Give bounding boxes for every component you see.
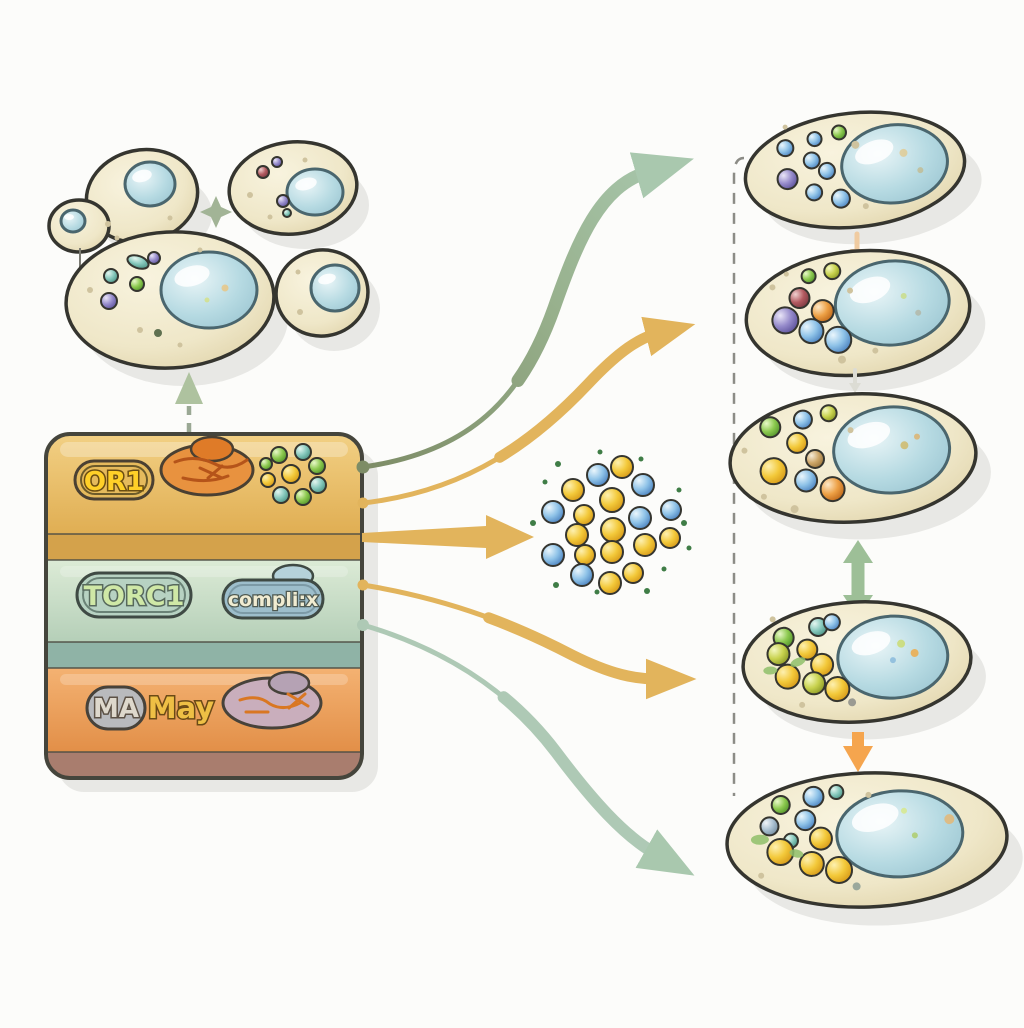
right-cell-4 bbox=[741, 600, 986, 740]
free-bead-cluster bbox=[530, 449, 692, 595]
arrow-panel-to-bead-cluster bbox=[362, 515, 534, 559]
arrow-right-cell-2-3 bbox=[849, 368, 861, 393]
pink-capsule-icon bbox=[221, 670, 323, 730]
torc1-label: TORC1 bbox=[84, 581, 185, 612]
right-cell-5 bbox=[725, 771, 1023, 926]
mother-yeast-cell bbox=[64, 230, 288, 386]
arrow-panel-to-right-cell-5 bbox=[357, 619, 695, 876]
budding-yeast-cell bbox=[47, 147, 212, 268]
or1-label: OR1 bbox=[84, 467, 144, 497]
arrow-panel-to-right-cell-2 bbox=[357, 316, 696, 509]
orange-capsule-icon bbox=[159, 435, 255, 497]
arrow-panel-to-left-cells bbox=[175, 372, 203, 432]
ma-pill: MA bbox=[85, 685, 147, 731]
arrow-panel-to-right-cell-1 bbox=[356, 152, 694, 474]
source-cell-cluster bbox=[47, 140, 380, 386]
complix-label: compli:x bbox=[228, 589, 319, 611]
signaling-panel: OR1 TORC1 compli:x bbox=[44, 432, 378, 792]
right-cell-3 bbox=[728, 392, 991, 540]
panel-row-bottom-lip bbox=[46, 752, 362, 778]
arrow-panel-to-right-cell-4 bbox=[357, 579, 697, 700]
torc1-pill: TORC1 bbox=[75, 571, 193, 619]
ma-label: MA bbox=[93, 694, 139, 724]
daughter-bud-cell bbox=[274, 248, 380, 351]
panel-row-middle-lip bbox=[46, 642, 362, 668]
yeast-cell-top-right bbox=[227, 140, 369, 249]
complix-pill: compli:x bbox=[221, 563, 325, 620]
panel-row-top-lip bbox=[46, 534, 362, 560]
arrow-right-cell-4-5 bbox=[843, 732, 873, 772]
right-cell-2 bbox=[744, 248, 986, 392]
sparkle-icon bbox=[200, 196, 232, 228]
bead-cluster-icon bbox=[259, 443, 327, 506]
or1-pill: OR1 bbox=[73, 459, 155, 501]
right-cell-1 bbox=[743, 110, 982, 245]
may-label: May bbox=[148, 691, 215, 725]
timeline-dashed-line bbox=[732, 156, 745, 796]
